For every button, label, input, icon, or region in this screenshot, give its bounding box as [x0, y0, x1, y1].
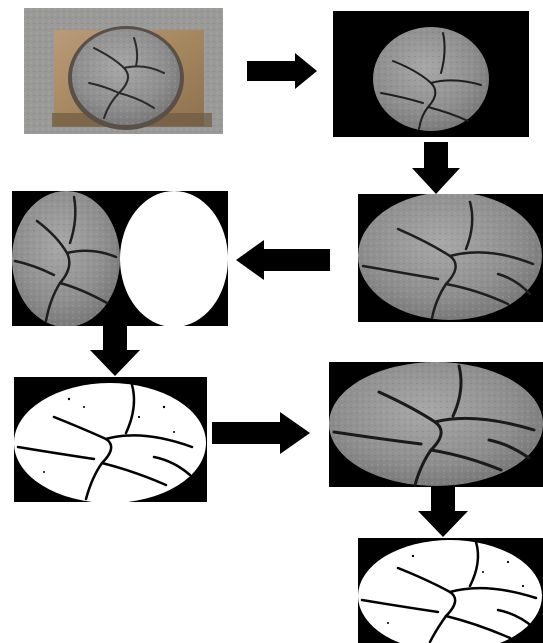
arrow-down-2	[90, 326, 140, 376]
arrow-down-1	[412, 142, 460, 194]
mask-comparison-panel	[12, 191, 228, 326]
mask-comparison-image	[12, 191, 228, 326]
arrow-down-3	[418, 487, 468, 537]
arrow-right-icon	[247, 53, 317, 89]
arrow-right-2	[212, 412, 310, 454]
arrow-down-icon	[412, 142, 460, 194]
arrow-left-icon	[236, 240, 330, 280]
binary-crack-map-image	[14, 377, 207, 502]
arrow-right-1	[247, 53, 317, 89]
background-removed-panel	[333, 11, 529, 137]
enhanced-sample-image	[329, 362, 543, 487]
cropped-sample-image	[358, 194, 543, 322]
enhanced-sample-panel	[329, 362, 543, 487]
arrow-down-icon	[90, 326, 140, 376]
binary-crack-map-panel	[14, 377, 207, 502]
final-binary-result-panel	[358, 538, 543, 643]
arrow-right-icon	[212, 412, 310, 454]
cropped-sample-panel	[358, 194, 543, 322]
arrow-down-icon	[418, 487, 468, 537]
arrow-left-1	[236, 240, 330, 280]
background-removed-image	[333, 11, 529, 137]
original-photo-panel	[24, 8, 223, 134]
final-binary-result-image	[358, 538, 543, 643]
original-photo	[24, 8, 223, 134]
